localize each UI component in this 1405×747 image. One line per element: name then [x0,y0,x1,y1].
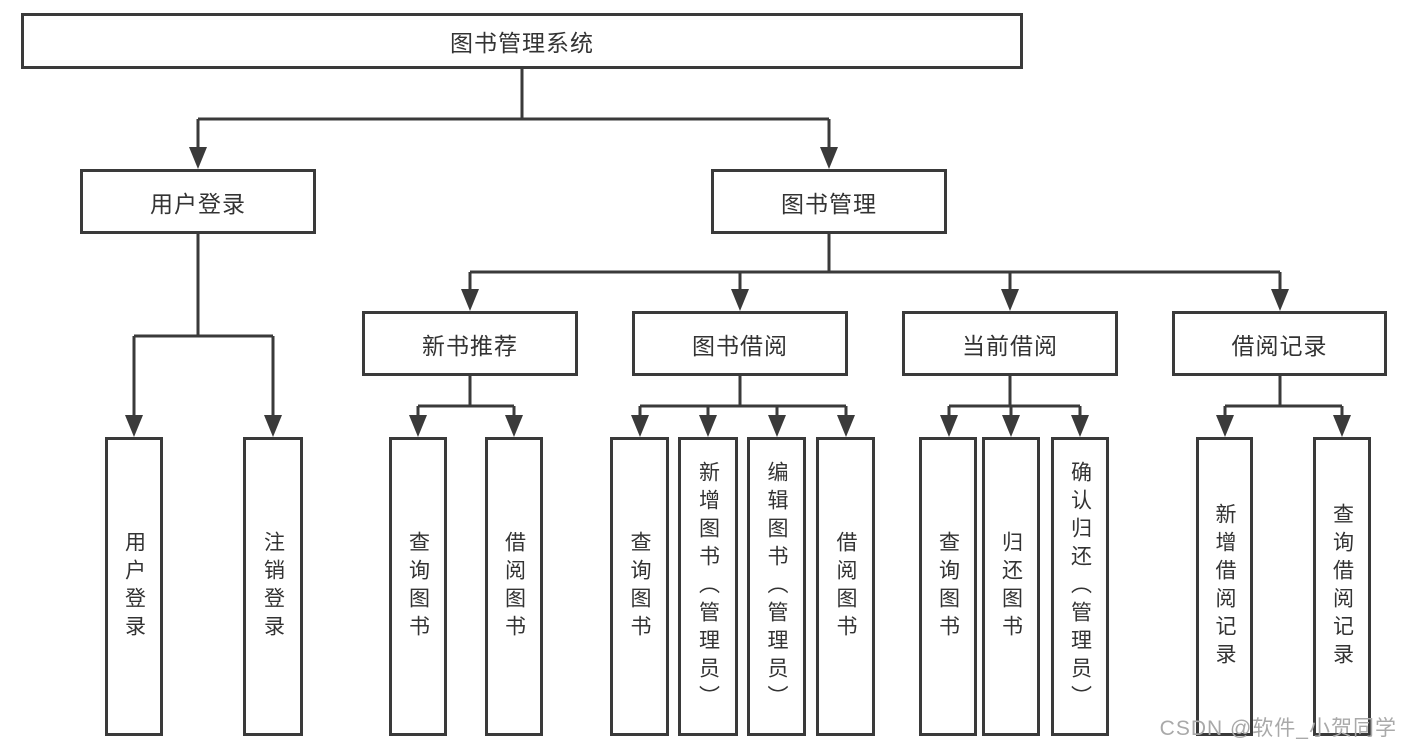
node-book-borrowing-label: 图书借阅 [692,332,788,359]
leaf-records-query-record-label: 查询借阅记录 [1330,502,1354,671]
leaf-current-query-books: 查询图书 [919,437,977,736]
leaf-logout-label: 注销登录 [261,530,285,643]
leaf-borrowing-query-books: 查询图书 [610,437,669,736]
leaf-records-add-record: 新增借阅记录 [1196,437,1253,736]
leaf-newbook-borrow-books-label: 借阅图书 [502,530,526,643]
leaf-current-confirm-return-admin-label: 确认归还（管理员） [1068,460,1092,713]
leaf-user-login: 用户登录 [105,437,163,736]
csdn-watermark: CSDN @软件_小贺同学 [1159,717,1397,740]
node-book-borrowing: 图书借阅 [632,311,848,376]
node-user-login-group: 用户登录 [80,169,316,234]
leaf-borrowing-add-books-admin: 新增图书（管理员） [678,437,738,736]
leaf-borrowing-query-books-label: 查询图书 [628,530,651,643]
leaf-borrowing-borrow-books-label: 借阅图书 [834,530,857,643]
leaf-current-return-books-label: 归还图书 [999,530,1023,643]
leaf-newbook-query-books-label: 查询图书 [406,530,430,643]
leaf-borrowing-add-books-admin-label: 新增图书（管理员） [696,460,720,713]
node-current-borrowing: 当前借阅 [902,311,1118,376]
node-new-book-recommend: 新书推荐 [362,311,578,376]
leaf-user-login-label: 用户登录 [122,530,146,643]
arrowheads [125,147,1351,437]
node-current-borrowing-label: 当前借阅 [962,332,1058,359]
leaf-current-query-books-label: 查询图书 [936,530,960,643]
leaf-newbook-borrow-books: 借阅图书 [485,437,543,736]
leaf-newbook-query-books: 查询图书 [389,437,447,736]
leaf-current-return-books: 归还图书 [982,437,1040,736]
node-system-root: 图书管理系统 [21,13,1023,69]
node-book-management: 图书管理 [711,169,947,234]
leaf-borrowing-edit-books-admin: 编辑图书（管理员） [747,437,806,736]
node-new-book-recommend-label: 新书推荐 [422,332,518,359]
node-system-root-label: 图书管理系统 [450,30,594,56]
leaf-borrowing-borrow-books: 借阅图书 [816,437,875,736]
leaf-records-query-record: 查询借阅记录 [1313,437,1371,736]
leaf-records-add-record-label: 新增借阅记录 [1213,502,1236,671]
node-user-login-group-label: 用户登录 [150,190,246,217]
node-book-management-label: 图书管理 [781,190,877,217]
node-borrowing-records: 借阅记录 [1172,311,1387,376]
leaf-borrowing-edit-books-admin-label: 编辑图书（管理员） [765,460,788,713]
leaf-logout: 注销登录 [243,437,303,736]
leaf-current-confirm-return-admin: 确认归还（管理员） [1051,437,1109,736]
node-borrowing-records-label: 借阅记录 [1231,332,1328,359]
